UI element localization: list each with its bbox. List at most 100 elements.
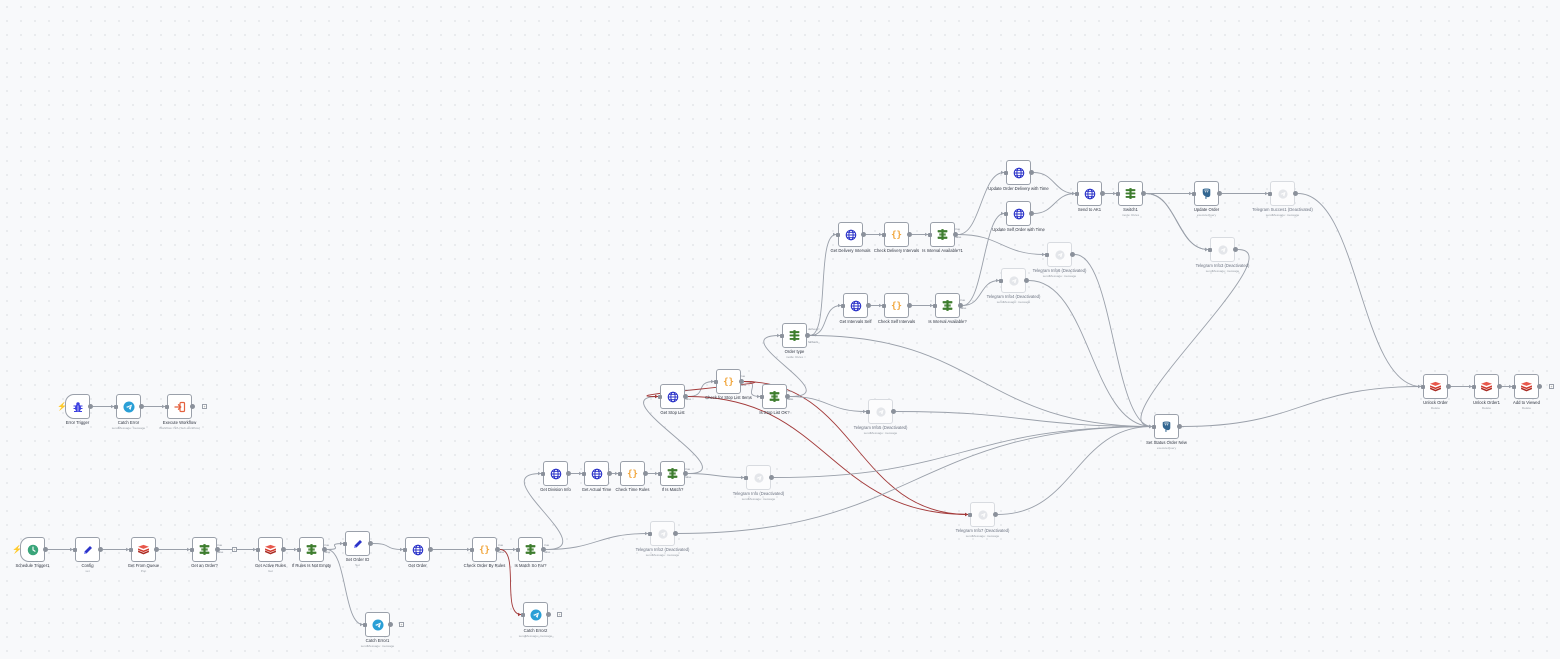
input-handle[interactable] — [1511, 384, 1516, 389]
output-handle[interactable] — [1537, 384, 1542, 389]
connection-line[interactable] — [1181, 386, 1422, 427]
node-get-active-rules-box[interactable] — [258, 537, 283, 562]
input-handle[interactable] — [932, 303, 937, 308]
input-handle[interactable] — [967, 512, 972, 517]
input-handle[interactable] — [1044, 252, 1049, 257]
output-handle[interactable] — [541, 547, 546, 552]
connection-line[interactable] — [789, 396, 867, 412]
output-handle[interactable] — [643, 471, 648, 476]
output-handle[interactable] — [43, 547, 48, 552]
node-set-status-order-new-box[interactable] — [1154, 414, 1179, 439]
output-handle[interactable] — [805, 333, 810, 338]
add-node-button[interactable]: + — [399, 622, 404, 627]
output-handle[interactable] — [866, 303, 871, 308]
input-handle[interactable] — [164, 404, 169, 409]
output-handle[interactable] — [1217, 191, 1222, 196]
input-handle[interactable] — [402, 547, 407, 552]
node-get-delivery-intervals-box[interactable] — [838, 222, 863, 247]
output-handle[interactable] — [1070, 252, 1075, 257]
output-handle[interactable] — [388, 622, 393, 627]
node-telegram-info3-box[interactable] — [1210, 237, 1235, 262]
node-catch-error1-box[interactable] — [365, 612, 390, 637]
node-set-order-id-box[interactable] — [345, 531, 370, 556]
output-handle[interactable] — [891, 409, 896, 414]
node-if-rules-not-empty-box[interactable] — [299, 537, 324, 562]
input-handle[interactable] — [713, 379, 718, 384]
connection-line[interactable] — [687, 473, 745, 478]
input-handle[interactable] — [927, 232, 932, 237]
add-node-button[interactable]: + — [1549, 384, 1554, 389]
output-handle[interactable] — [683, 394, 688, 399]
input-handle[interactable] — [1003, 170, 1008, 175]
input-handle[interactable] — [657, 471, 662, 476]
input-handle[interactable] — [779, 333, 784, 338]
node-telegram-info4-box[interactable] — [1001, 268, 1026, 293]
output-handle[interactable] — [154, 547, 159, 552]
connection-line[interactable] — [895, 411, 1153, 427]
output-handle[interactable] — [1029, 211, 1034, 216]
node-get-from-queue-box[interactable] — [131, 537, 156, 562]
node-check-stop-list-items-box[interactable]: {} — [716, 369, 741, 394]
input-handle[interactable] — [1151, 424, 1156, 429]
output-handle[interactable] — [673, 531, 678, 536]
input-handle[interactable] — [743, 475, 748, 480]
input-handle[interactable] — [296, 547, 301, 552]
connection-line[interactable] — [372, 543, 404, 550]
input-handle[interactable] — [128, 547, 133, 552]
node-check-order-by-rules-box[interactable]: {} — [472, 537, 497, 562]
input-handle[interactable] — [72, 547, 77, 552]
output-handle[interactable] — [683, 471, 688, 476]
connection-line[interactable] — [809, 335, 1153, 427]
input-handle[interactable] — [647, 531, 652, 536]
output-handle[interactable] — [1293, 191, 1298, 196]
output-handle[interactable] — [495, 547, 500, 552]
output-handle[interactable] — [281, 547, 286, 552]
output-handle[interactable] — [1446, 384, 1451, 389]
input-handle[interactable] — [1074, 191, 1079, 196]
node-telegram-info2-box[interactable] — [650, 521, 675, 546]
node-telegram-info6-box[interactable] — [1047, 242, 1072, 267]
input-handle[interactable] — [1267, 191, 1272, 196]
input-handle[interactable] — [581, 471, 586, 476]
input-handle[interactable] — [515, 547, 520, 552]
node-check-delivery-intervals-box[interactable]: {} — [884, 222, 909, 247]
input-handle[interactable] — [255, 547, 260, 552]
output-handle[interactable] — [98, 547, 103, 552]
node-get-an-order-box[interactable] — [192, 537, 217, 562]
output-handle[interactable] — [88, 404, 93, 409]
node-catch-error2-box[interactable] — [523, 602, 548, 627]
node-is-stop-list-ok-box[interactable] — [762, 384, 787, 409]
connection-line[interactable] — [957, 172, 1005, 235]
input-handle[interactable] — [657, 394, 662, 399]
node-check-self-intervals-box[interactable]: {} — [884, 293, 909, 318]
node-order-type-box[interactable] — [782, 323, 807, 348]
output-handle[interactable] — [1233, 247, 1238, 252]
input-handle[interactable] — [362, 622, 367, 627]
node-telegram-info5-box[interactable] — [868, 399, 893, 424]
input-handle[interactable] — [835, 232, 840, 237]
add-node-button[interactable]: + — [232, 547, 237, 552]
node-telegram-succes1-box[interactable] — [1270, 181, 1295, 206]
output-handle[interactable] — [907, 232, 912, 237]
connection-line[interactable] — [326, 543, 344, 550]
connection-line[interactable] — [773, 426, 1153, 478]
node-is-interval-available-box[interactable] — [935, 293, 960, 318]
output-handle[interactable] — [958, 303, 963, 308]
node-update-order-delivery-box[interactable] — [1006, 160, 1031, 185]
input-handle[interactable] — [881, 232, 886, 237]
node-telegram-info-box[interactable] — [746, 465, 771, 490]
output-handle[interactable] — [215, 547, 220, 552]
input-handle[interactable] — [1191, 191, 1196, 196]
input-handle[interactable] — [469, 547, 474, 552]
node-execute-workflow-box[interactable] — [167, 394, 192, 419]
input-handle[interactable] — [617, 471, 622, 476]
output-handle[interactable] — [1141, 191, 1146, 196]
input-handle[interactable] — [540, 471, 545, 476]
node-config-box[interactable] — [75, 537, 100, 562]
output-handle[interactable] — [428, 547, 433, 552]
output-handle[interactable] — [993, 512, 998, 517]
node-update-self-order-box[interactable] — [1006, 201, 1031, 226]
node-switch1-box[interactable] — [1118, 181, 1143, 206]
node-send-to-ak1-box[interactable] — [1077, 181, 1102, 206]
output-handle[interactable] — [190, 404, 195, 409]
